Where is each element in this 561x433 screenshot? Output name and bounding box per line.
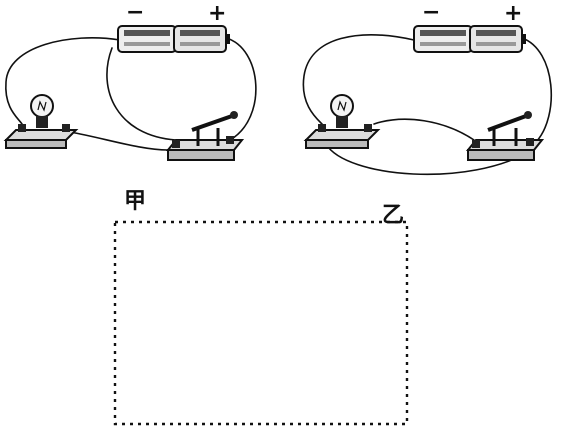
negative-pole-label: − <box>126 0 144 25</box>
battery-shading <box>420 42 466 46</box>
battery-shading <box>180 42 220 46</box>
binding-post <box>364 124 372 132</box>
wire-yi-battery-pos-to-switch <box>521 37 553 143</box>
bulb-socket <box>336 116 348 128</box>
binding-post <box>526 138 534 146</box>
wire-jia-lamp-to-switch <box>69 131 169 151</box>
caption-jia: 甲 <box>124 189 146 214</box>
switch-blade <box>191 114 233 132</box>
switch-yi <box>465 111 545 161</box>
wire-yi-lamp-to-switch-top <box>373 118 475 141</box>
switch-blade <box>487 114 527 132</box>
battery-shading <box>476 42 516 46</box>
battery-shading <box>124 42 170 46</box>
lamp-base-front <box>305 139 369 149</box>
battery-cell-left <box>413 25 473 53</box>
negative-pole-label: − <box>422 0 440 25</box>
bulb-filament <box>37 100 47 112</box>
binding-post <box>226 136 234 144</box>
wire-yi-battery-neg-to-lamp <box>302 34 415 125</box>
switch-handle <box>524 111 532 119</box>
switch-jia <box>165 111 245 161</box>
binding-post <box>472 140 480 148</box>
lamp-base-front <box>5 139 67 149</box>
battery-yi <box>413 25 526 53</box>
battery-shading <box>476 30 516 36</box>
switch-base-front <box>167 149 235 161</box>
answer-box[interactable] <box>113 220 409 426</box>
wire-jia-battery-mid-to-switch <box>106 47 177 141</box>
binding-post <box>18 124 26 132</box>
caption-yi: 乙 <box>382 203 404 228</box>
binding-post <box>62 124 70 132</box>
battery-jia <box>117 25 230 53</box>
wire-yi-lamp-to-switch-bottom <box>325 143 533 176</box>
battery-shading <box>124 30 170 36</box>
circuit-yi: − + 乙 <box>302 0 553 228</box>
binding-post <box>318 124 326 132</box>
battery-cell-left <box>117 25 177 53</box>
positive-pole-label: + <box>504 1 522 26</box>
wire-jia-battery-pos-to-switch <box>225 37 257 141</box>
lamp-jia <box>3 94 79 149</box>
battery-shading <box>180 30 220 36</box>
switch-base-front <box>467 149 535 161</box>
battery-terminal <box>522 34 526 44</box>
battery-cell-right <box>173 25 227 53</box>
switch-handle <box>230 111 238 119</box>
bulb-filament <box>337 100 347 112</box>
lamp-yi <box>303 94 381 149</box>
circuit-jia: − + 甲 <box>3 0 257 214</box>
battery-shading <box>420 30 466 36</box>
binding-post <box>172 140 180 148</box>
wire-jia-battery-neg-to-lamp <box>5 37 121 125</box>
bulb-socket <box>36 116 48 128</box>
battery-terminal <box>226 34 230 44</box>
battery-cell-right <box>469 25 523 53</box>
positive-pole-label: + <box>208 1 226 26</box>
